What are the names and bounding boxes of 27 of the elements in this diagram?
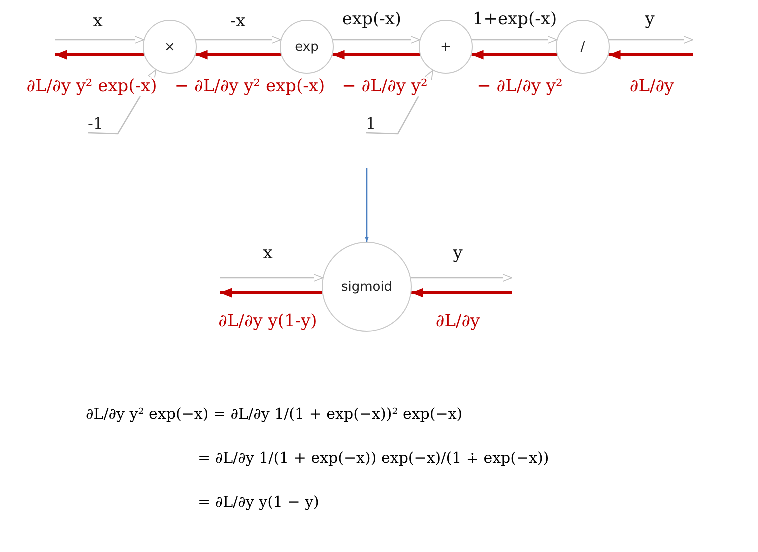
- arrow: [411, 274, 512, 282]
- arrow: [55, 36, 144, 44]
- equation: = ∂L/∂y 1/(1 + exp(−x)) exp(−x)/(1 ∔ exp(−x)): [198, 449, 550, 467]
- arrow: [196, 36, 282, 44]
- operation-circle: ×: [143, 20, 197, 74]
- operation-circle: sigmoid: [322, 242, 412, 332]
- operation-circle: +: [419, 20, 473, 74]
- arrow: [220, 288, 322, 298]
- input-value: 1: [366, 114, 376, 133]
- input-value: -1: [88, 114, 104, 133]
- arrow: [472, 36, 558, 44]
- equation: = ∂L/∂y y(1 − y): [198, 493, 320, 511]
- arrow: [332, 50, 420, 60]
- arrow: [364, 168, 370, 242]
- arrow: [609, 36, 694, 44]
- arrow: [412, 288, 512, 298]
- arrow: [55, 50, 144, 60]
- arrow: [333, 36, 420, 44]
- edge-label: ∂L/∂y: [434, 312, 482, 332]
- equation: ∂L/∂y y² exp(−x) = ∂L/∂y 1/(1 + exp(−x))² exp(−x): [86, 405, 463, 423]
- operation-circle: /: [556, 20, 610, 74]
- arrow: [608, 50, 693, 60]
- operation-circle: exp: [280, 20, 334, 74]
- arrow: [472, 50, 558, 60]
- arrow: [196, 50, 282, 60]
- arrow: [220, 274, 324, 282]
- edge-label: ∂L/∂y: [628, 78, 676, 96]
